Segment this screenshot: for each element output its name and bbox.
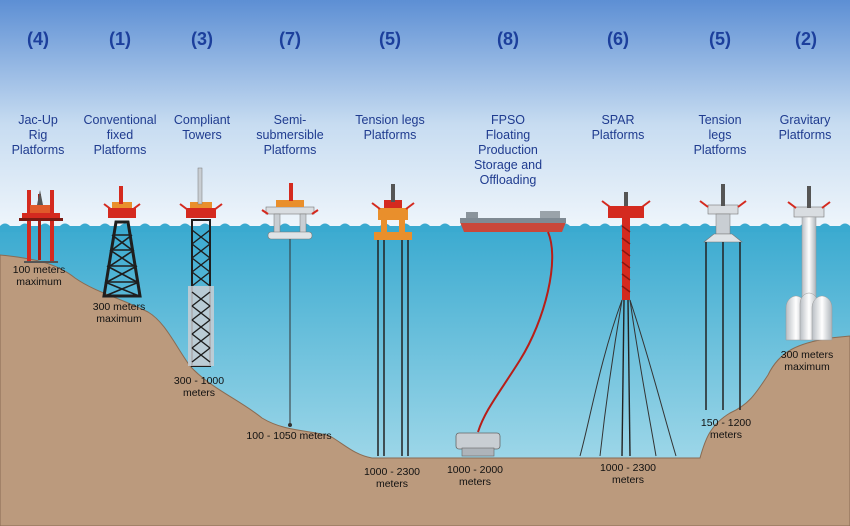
name-line: Rig <box>28 128 48 142</box>
depth-label-jackup: 100 meters maximum <box>0 264 94 288</box>
semi-submersible <box>261 183 319 427</box>
name-line: Offloading <box>479 173 537 187</box>
depth-label-semisub: 100 - 1050 meters <box>234 430 344 442</box>
depth-line: 300 meters <box>92 301 146 313</box>
name-line: Floating <box>485 128 531 142</box>
spar-platform <box>579 192 677 457</box>
platform-name-jackup: Jac-Up Rig Platforms <box>0 113 86 158</box>
gravity-platform <box>785 186 833 341</box>
depth-line: 100 meters <box>12 264 66 276</box>
name-line: Platforms <box>363 128 417 142</box>
platform-number-fpso: (8) <box>497 29 519 49</box>
name-line: Platforms <box>263 143 317 157</box>
depth-line: meters <box>709 429 743 441</box>
depth-line: maximum <box>96 313 142 325</box>
name-line: Platforms <box>93 143 147 157</box>
depth-line: meters <box>182 387 216 399</box>
platform-name-tlp-2: Tension legs Platforms <box>672 113 768 158</box>
depth-label-tlp: 1000 - 2300 meters <box>337 466 447 490</box>
platform-name-compliant: Compliant Towers <box>154 113 250 143</box>
depth-line: 1000 - 2300 <box>599 462 657 474</box>
platform-name-fpso: FPSO Floating Production Storage and Off… <box>460 113 556 188</box>
name-line: legs <box>708 128 732 142</box>
compliant-tower <box>179 167 223 367</box>
depth-line: meters <box>611 474 645 486</box>
platform-number-jackup: (4) <box>27 29 49 49</box>
platform-name-spar: SPAR Platforms <box>570 113 666 143</box>
platform-name-tlp: Tension legs Platforms <box>342 113 438 143</box>
depth-line: maximum <box>16 276 62 288</box>
platform-name-gravity: Gravitary Platforms <box>757 113 850 143</box>
depth-label-compliant: 300 - 1000 meters <box>144 375 254 399</box>
name-line: submersible <box>256 128 324 142</box>
platform-number-compliant: (3) <box>191 29 213 49</box>
depth-label-fixed: 300 meters maximum <box>64 301 174 325</box>
platform-number-gravity: (2) <box>795 29 817 49</box>
depth-line: 1000 - 2300 <box>363 466 421 478</box>
name-line: Platforms <box>778 128 832 142</box>
platform-number-fixed: (1) <box>109 29 131 49</box>
depth-line: 1000 - 2000 <box>446 464 504 476</box>
name-line: Gravitary <box>779 113 831 127</box>
depth-line: 100 - 1050 meters <box>246 430 332 442</box>
tension-leg-platform-2 <box>699 184 747 410</box>
name-line: SPAR <box>601 113 635 127</box>
sea-surface-waves <box>0 223 850 232</box>
platform-name-semisub: Semi- submersible Platforms <box>242 113 338 158</box>
depth-label-fpso: 1000 - 2000 meters <box>420 464 530 488</box>
name-line: Towers <box>182 128 222 142</box>
name-line: Platforms <box>693 143 747 157</box>
name-line: Jac-Up <box>18 113 58 127</box>
depth-label-spar: 1000 - 2300 meters <box>573 462 683 486</box>
depth-label-tlp-2: 150 - 1200 meters <box>671 417 781 441</box>
tension-leg-platform <box>371 184 415 456</box>
platform-number-tlp-2: (5) <box>709 29 731 49</box>
fpso-vessel <box>455 211 566 457</box>
depth-line: meters <box>458 476 492 488</box>
name-line: Platforms <box>11 143 65 157</box>
name-line: Tension legs <box>355 113 425 127</box>
name-line: Semi- <box>273 113 307 127</box>
sky <box>0 0 850 226</box>
name-line: Conventional <box>83 113 157 127</box>
name-line: fixed <box>106 128 134 142</box>
platform-number-spar: (6) <box>607 29 629 49</box>
depth-line: 300 meters <box>780 349 834 361</box>
platform-name-fixed: Conventional fixed Platforms <box>72 113 168 158</box>
jackup-rig <box>19 190 63 263</box>
name-line: Storage and <box>473 158 543 172</box>
platform-number-tlp: (5) <box>379 29 401 49</box>
name-line: Production <box>478 143 538 157</box>
fixed-platform <box>102 186 142 298</box>
depth-line: maximum <box>784 361 830 373</box>
depth-line: 300 - 1000 <box>173 375 225 387</box>
depth-line: 150 - 1200 <box>700 417 752 429</box>
platform-number-semisub: (7) <box>279 29 301 49</box>
name-line: Compliant <box>173 113 231 127</box>
name-line: Tension <box>698 113 742 127</box>
depth-label-gravity: 300 meters maximum <box>752 349 850 373</box>
name-line: Platforms <box>591 128 645 142</box>
name-line: FPSO <box>490 113 526 127</box>
depth-line: meters <box>375 478 409 490</box>
